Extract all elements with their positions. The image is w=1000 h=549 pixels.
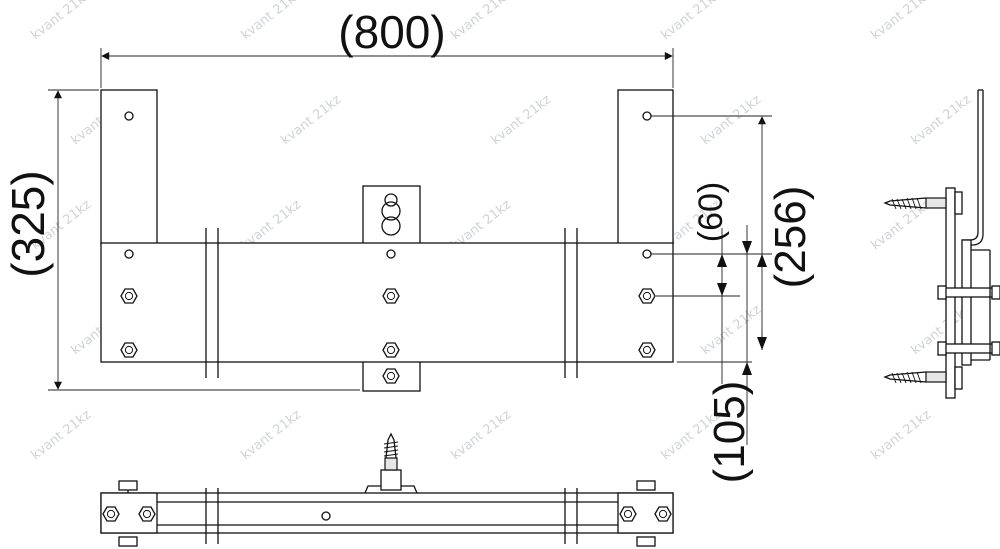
keyhole-upper <box>384 193 398 207</box>
watermark-text: kvant 21kz <box>278 92 344 148</box>
watermark-text: kvant 21kz <box>238 407 304 463</box>
right-leg <box>617 89 674 245</box>
watermark-text: kvant 21kz <box>28 0 94 43</box>
hole <box>124 249 134 259</box>
side-view <box>883 89 1000 399</box>
watermark-text: kvant 21kz <box>908 92 974 148</box>
top-view-beam <box>100 492 674 534</box>
hex-bolt <box>382 288 400 304</box>
dim-hole-spacing: (256) <box>766 186 815 289</box>
hole <box>124 111 134 121</box>
dim-offset-small: (60) <box>692 182 730 242</box>
front-view <box>100 89 674 392</box>
watermark-text: kvant 21kz <box>28 407 94 463</box>
hex-bolt <box>382 342 400 358</box>
dim-width-total: (800) <box>338 6 445 58</box>
hex-bolt <box>120 288 138 304</box>
watermark-text: kvant 21kz <box>658 0 724 43</box>
top-view <box>100 432 674 547</box>
keyhole-lower <box>381 216 401 236</box>
left-leg <box>100 89 158 245</box>
watermark-text: kvant 21kz <box>488 92 554 148</box>
watermark-text: kvant 21kz <box>868 407 934 463</box>
watermark-text: kvant 21kz <box>238 0 304 43</box>
watermark-text: kvant 21kz <box>448 407 514 463</box>
hex-bolt <box>638 342 656 358</box>
watermark-text: kvant 21kz <box>448 0 514 43</box>
watermark-text: kvant 21kz <box>868 0 934 43</box>
dim-offset-bottom: (105) <box>705 381 754 484</box>
watermark-layer: kvant 21kz kvant 21kz kvant 21kz kvant 21kz… <box>28 0 974 463</box>
hex-bolt <box>382 368 400 384</box>
hex-bolt <box>638 288 656 304</box>
watermark-text: kvant 21kz <box>698 92 764 148</box>
hole <box>386 249 396 259</box>
hex-bolt <box>120 342 138 358</box>
dimension-lines <box>48 48 772 445</box>
watermark-text: kvant 21kz <box>698 302 764 358</box>
center-top-bracket <box>362 185 421 245</box>
dim-height-total: (325) <box>2 170 54 277</box>
